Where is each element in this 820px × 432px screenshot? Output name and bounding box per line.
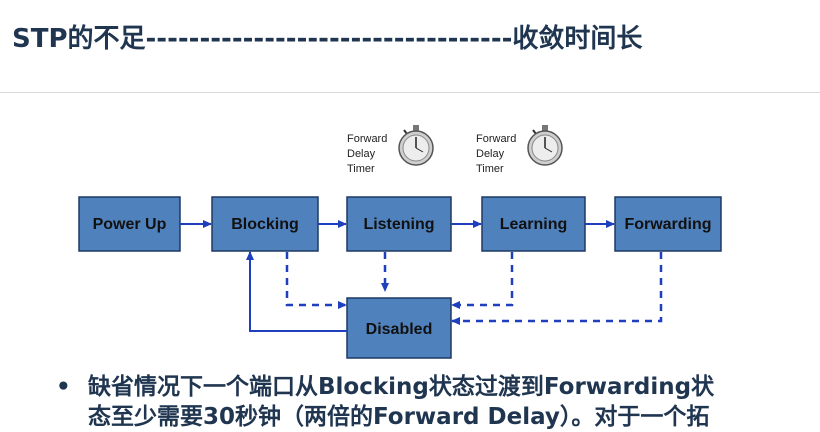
state-blocking: Blocking <box>211 196 319 252</box>
bullet-text-line1: 缺省情况下一个端口从Blocking状态过渡到Forwarding状 <box>88 374 715 400</box>
arrow-disabled-to-blocking <box>246 251 347 332</box>
state-learning: Learning <box>481 196 586 252</box>
state-label: Listening <box>363 216 434 233</box>
stopwatch-icon <box>527 125 563 166</box>
state-listening: Listening <box>346 196 452 252</box>
dashed-blocking-to-disabled <box>285 252 347 309</box>
state-label: Power Up <box>93 216 167 233</box>
state-label: Disabled <box>366 321 433 338</box>
state-forwarding: Forwarding <box>614 196 722 252</box>
title-divider <box>0 92 820 93</box>
bullet-text-line2: 态至少需要30秒钟（两倍的Forward Delay）。对于一个拓 <box>88 404 710 430</box>
state-label: Learning <box>500 216 568 233</box>
stopwatch-icon <box>398 125 434 166</box>
state-label: Blocking <box>231 216 299 233</box>
bullet-marker: • <box>56 374 71 400</box>
timer-label-line1: Forward <box>347 133 387 145</box>
forward-delay-timer-1: Forward Delay Timer <box>347 125 434 175</box>
stp-state-diagram: Forward Delay Timer Forward Delay Timer … <box>78 125 722 359</box>
timer-label-line1: Forward <box>476 133 516 145</box>
slide-title: STP的不足----------------------------------… <box>12 24 643 54</box>
timer-label-line3: Timer <box>476 163 504 175</box>
timer-label-line3: Timer <box>347 163 375 175</box>
timer-label-line2: Delay <box>476 148 505 160</box>
state-label: Forwarding <box>624 216 711 233</box>
timer-label-line2: Delay <box>347 148 376 160</box>
dashed-forwarding-to-disabled <box>451 252 663 325</box>
state-disabled: Disabled <box>346 297 452 359</box>
forward-delay-timer-2: Forward Delay Timer <box>476 125 563 175</box>
state-power-up: Power Up <box>78 196 181 252</box>
dashed-learning-to-disabled <box>451 252 514 309</box>
